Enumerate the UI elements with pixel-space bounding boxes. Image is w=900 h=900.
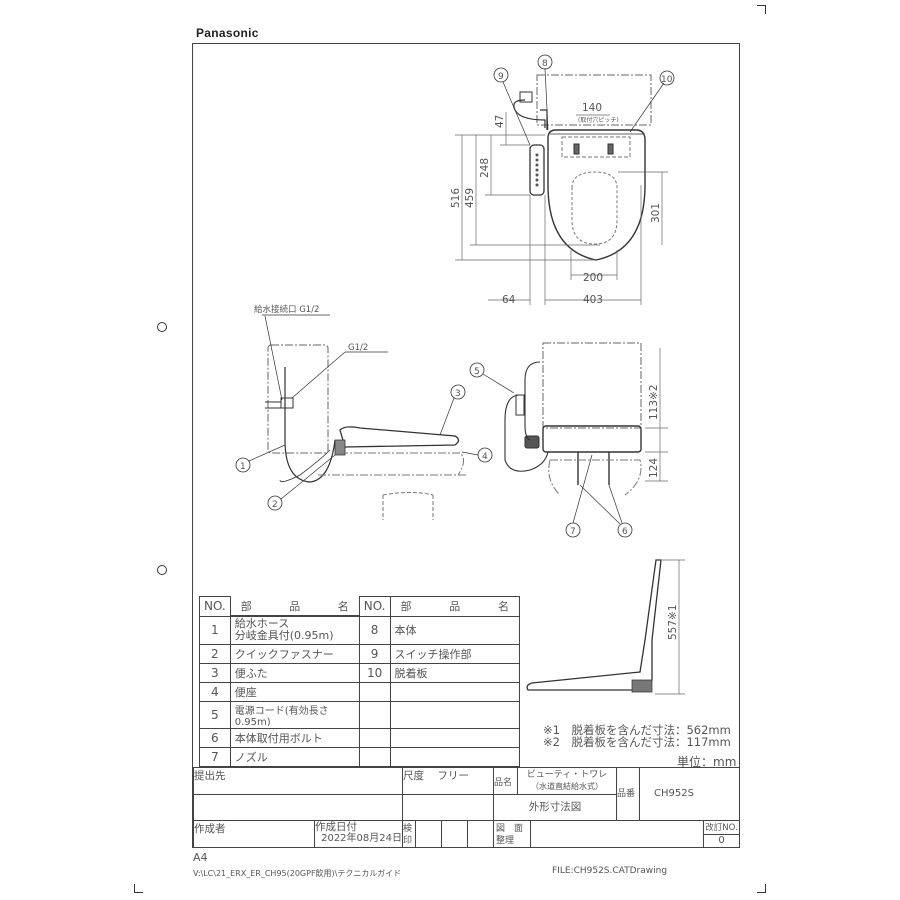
parts-row: 6 本体取付用ボルト bbox=[199, 727, 520, 748]
svg-text:516: 516 bbox=[450, 188, 462, 208]
svg-text:403: 403 bbox=[583, 294, 603, 306]
svg-text:(取付穴ピッチ): (取付穴ピッチ) bbox=[578, 116, 619, 124]
title-block: 提出先 尺度 フリー 品名 ビューティ・トワレ （水道直結給水式） 外形寸法図 … bbox=[193, 767, 740, 848]
parts-row: 7 ノズル bbox=[199, 746, 520, 767]
callout-10: 10 bbox=[661, 75, 673, 85]
stamp-box-2 bbox=[441, 820, 468, 848]
parts-row: 2 クイックファスナー 9 スイッチ操作部 bbox=[199, 643, 520, 664]
punch-hole-bottom bbox=[157, 565, 167, 575]
svg-text:124: 124 bbox=[648, 458, 660, 478]
scale-cell: 尺度 フリー bbox=[402, 767, 494, 795]
unit-label: 単位：mm bbox=[677, 755, 737, 769]
svg-text:5: 5 bbox=[474, 367, 480, 377]
svg-text:1: 1 bbox=[240, 462, 246, 472]
parts-row: 1 給水ホース分岐金具付(0.95m) 8 本体 bbox=[199, 615, 520, 645]
parts-table-header: NO. 部 品 名 NO. 部 品 名 bbox=[199, 596, 520, 617]
product-name-cell: ビューティ・トワレ （水道直結給水式） bbox=[517, 767, 617, 795]
crop-mark-top-right bbox=[757, 5, 766, 14]
crop-mark-bottom-right bbox=[757, 884, 766, 893]
stamp-box-1 bbox=[415, 820, 442, 848]
brand-logo: Panasonic bbox=[196, 26, 259, 40]
note-1: ※1 脱着板を含んだ寸法：562mm bbox=[543, 723, 731, 737]
file-path: V:\LC\21_ERX_ER_CH95(20GPF飲用)\テクニカルガイド bbox=[193, 869, 402, 878]
scale-blank bbox=[402, 794, 494, 821]
drawing-type-cell: 外形寸法図 bbox=[493, 794, 617, 821]
parts-row: 5 電源コード(有効長さ0.95m) bbox=[199, 700, 520, 729]
part-no-cell: CH952S bbox=[639, 767, 740, 821]
callout-9: 9 bbox=[498, 72, 504, 82]
author-cell: 作成者 bbox=[193, 820, 315, 848]
date-cell: 作成日付 2022年08月24日 bbox=[314, 820, 403, 848]
stamp-box-3 bbox=[467, 820, 494, 848]
svg-text:G1/2: G1/2 bbox=[348, 343, 368, 353]
parts-row: 3 便ふた 10 脱着板 bbox=[199, 662, 520, 683]
svg-text:200: 200 bbox=[583, 272, 603, 284]
crop-mark-bottom-left bbox=[134, 884, 143, 893]
svg-text:557※1: 557※1 bbox=[667, 604, 679, 640]
file-name: FILE:CH952S.CATDrawing bbox=[552, 866, 668, 876]
svg-text:113※2: 113※2 bbox=[648, 384, 660, 420]
svg-text:47: 47 bbox=[494, 115, 506, 128]
punch-hole-top bbox=[157, 322, 167, 332]
parts-table: NO. 部 品 名 NO. 部 品 名 1 給水ホース分岐金具付(0.95m) … bbox=[199, 596, 520, 767]
part-no-label-cell: 品番 bbox=[616, 767, 640, 821]
drawing-no-label-cell: 図 面 整理NO. bbox=[493, 820, 531, 848]
svg-text:64: 64 bbox=[502, 294, 516, 306]
submit-to-blank bbox=[193, 794, 403, 821]
svg-text:248: 248 bbox=[479, 158, 491, 178]
svg-text:301: 301 bbox=[650, 203, 662, 223]
svg-text:7: 7 bbox=[570, 527, 576, 537]
svg-text:459: 459 bbox=[464, 188, 476, 208]
parts-row: 4 便座 bbox=[199, 681, 520, 702]
inspection-stamp-label: 検 印 bbox=[402, 820, 416, 848]
svg-text:6: 6 bbox=[622, 527, 628, 537]
note-2: ※2 脱着板を含んだ寸法：117mm bbox=[543, 735, 731, 749]
callout-8: 8 bbox=[542, 59, 548, 69]
submit-to-cell: 提出先 bbox=[193, 767, 403, 795]
svg-text:140: 140 bbox=[582, 102, 602, 114]
svg-text:2: 2 bbox=[272, 500, 278, 510]
svg-text:3: 3 bbox=[455, 389, 461, 399]
product-name-label-cell: 品名 bbox=[493, 767, 518, 795]
svg-text:給水接続口 G1/2: 給水接続口 G1/2 bbox=[254, 304, 319, 315]
dimension-notes: ※1 脱着板を含んだ寸法：562mm ※2 脱着板を含んだ寸法：117mm bbox=[543, 724, 731, 748]
paper-size-label: A4 bbox=[193, 851, 208, 864]
revision-cell: 改訂NO. 0 bbox=[703, 820, 740, 848]
svg-text:4: 4 bbox=[482, 452, 488, 462]
drawing-no-value-cell bbox=[530, 820, 704, 848]
